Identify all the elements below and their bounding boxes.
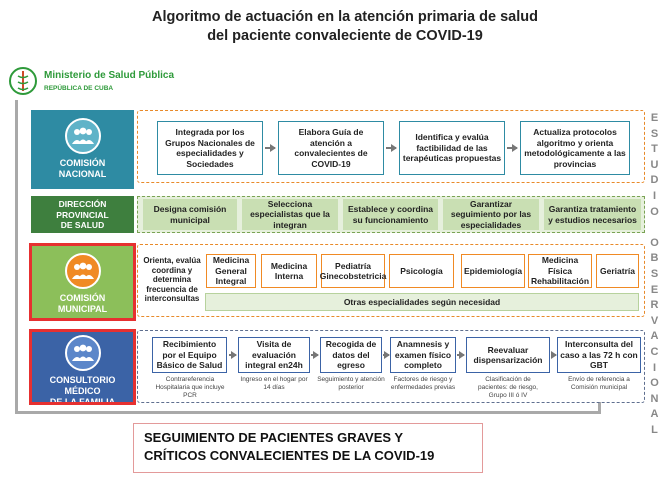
level-comision-nacional: COMISIÓN NACIONAL [31,110,134,189]
title-line-2: del paciente convaleciente de COVID-19 [207,28,483,44]
level-label-line1: COMISIÓN [59,293,106,303]
consultorio-frame [137,330,645,403]
level-label-line1: CONSULTORIO [49,375,116,385]
specialty-medicina-interna: Medicina Interna [261,254,317,288]
consultorio-caption-3: Seguimiento y atención posterior [317,376,385,391]
specialty-epidemiologia: Epidemiología [461,254,525,288]
nacional-step-2: Elabora Guía de atención a convaleciente… [278,121,384,175]
side-label-letter: L [651,423,659,436]
arrow-icon [229,351,237,359]
level-label-line2: PROVINCIAL [56,209,109,220]
consultorio-step-4: Anamnesis y examen físico completo [390,337,456,373]
footer-seguimiento: SEGUIMIENTO DE PACIENTES GRAVES Y CRÍTIC… [133,423,483,473]
side-label-letter: T [651,143,659,156]
specialty-geriatria: Geriatría [596,254,639,288]
feedback-line-vertical [15,100,18,413]
specialty-psicologia: Psicología [389,254,454,288]
arrow-icon [551,351,557,359]
group-people-icon [64,118,101,154]
side-label-letter: O [650,236,660,249]
side-label-letter: R [650,299,660,312]
nacional-step-4: Actualiza protocolos algoritmo y orienta… [520,121,630,175]
ministry-name: Ministerio de Salud Pública [44,70,175,81]
level-comision-municipal: COMISIÓN MUNICIPAL [29,243,136,321]
title-line-1: Algoritmo de actuación en la atención pr… [152,9,538,25]
level-consultorio-medico: CONSULTORIO MÉDICO DE LA FAMILIA [29,329,136,407]
consultorio-step-2: Visita de evaluación integral en24h [238,337,310,373]
municipal-orient-text: Orienta, evalúa coordina y determina fre… [141,253,203,307]
side-label-letter: E [650,112,660,124]
consultorio-caption-5: Clasificación de pacientes: de riesgo, G… [478,376,538,399]
consultorio-step-3: Recogida de datos del egreso [320,337,382,373]
level-label-line2: MÉDICO [64,386,101,396]
group-people-icon [64,335,101,371]
arrow-icon [265,144,276,152]
footer-line-2: CRÍTICOS CONVALECIENTES DE LA COVID-19 [144,448,435,463]
side-label-letter: A [650,408,660,421]
municipal-frame [137,244,645,317]
side-label-letter: C [650,345,660,358]
page-title: Algoritmo de actuación en la atención pr… [120,8,570,46]
level-label-line3: DE LA FAMILIA [49,397,116,407]
consultorio-caption-6: Envío de referencia a Comisión municipal [568,376,630,391]
level-label-line3: DE SALUD [60,220,105,230]
direccion-step-2: Selecciona especialistas que la integran [242,199,338,230]
side-label-letter: A [650,330,660,343]
feedback-line-horizontal [15,411,598,414]
consultorio-caption-4: Factores de riesgo y enfermedades previa… [390,376,456,391]
consultorio-step-5: Reevaluar dispensarización [466,337,550,373]
level-label-line1: COMISIÓN [59,158,106,168]
side-label-letter: D [650,174,660,187]
direccion-step-4: Garantizar seguimiento por las especiali… [443,199,539,230]
side-label-letter: B [650,252,660,265]
feedback-line-end [598,402,601,414]
arrow-icon [383,351,390,359]
consultorio-step-1: Recibimiento por el Equipo Básico de Sal… [152,337,227,373]
side-label-letter: V [650,314,660,327]
republic-name: REPÚBLICA DE CUBA [44,85,114,92]
footer-line-1: SEGUIMIENTO DE PACIENTES GRAVES Y [144,430,404,445]
side-label-letter: S [650,267,660,280]
group-people-icon [64,253,101,289]
arrow-icon [457,351,465,359]
arrow-icon [507,144,518,152]
nacional-step-3: Identifica y evalúa factibilidad de las … [399,121,505,175]
side-label-letter: I [652,189,658,202]
level-label-line1: DIRECCIÓN [58,199,107,209]
arrow-icon [311,351,319,359]
consultorio-caption-1: Contrareferencia Hospitalaria que incluy… [155,376,225,399]
specialty-pediatria-gineco: Pediatría Ginecobstetricia [320,254,386,288]
side-label-letter: O [650,205,660,218]
direccion-step-5: Garantiza tratamiento y estudios necesar… [544,199,641,230]
side-label-letter [648,220,662,236]
side-label-letter: U [650,158,660,171]
nacional-step-1: Integrada por los Grupos Nacionales de e… [157,121,263,175]
nacional-steps-frame [137,110,645,183]
direccion-step-1: Designa comisión municipal [143,199,237,230]
consultorio-step-6: Interconsulta del caso a las 72 h con GB… [557,337,641,373]
side-label-letter: S [650,127,660,140]
level-label-line2: MUNICIPAL [57,304,108,314]
side-label-letter: I [652,361,658,374]
consultorio-caption-2: Ingreso en el hogar por 14 días [240,376,308,391]
side-label-letter: O [650,377,660,390]
side-label-letter: E [650,283,660,296]
caduceus-logo-icon [9,67,37,95]
level-label-line2: NACIONAL [58,169,107,179]
specialty-mgi: Medicina General Integral [206,254,256,288]
side-label-letter: N [650,392,660,405]
level-direccion-provincial: DIRECCIÓN PROVINCIAL DE SALUD [31,196,134,233]
direccion-step-3: Establece y coordina su funcionamiento [343,199,438,230]
specialty-medicina-fisica: Medicina Física Rehabilitación [528,254,592,288]
otras-especialidades: Otras especialidades según necesidad [205,293,639,311]
arrow-icon [386,144,397,152]
